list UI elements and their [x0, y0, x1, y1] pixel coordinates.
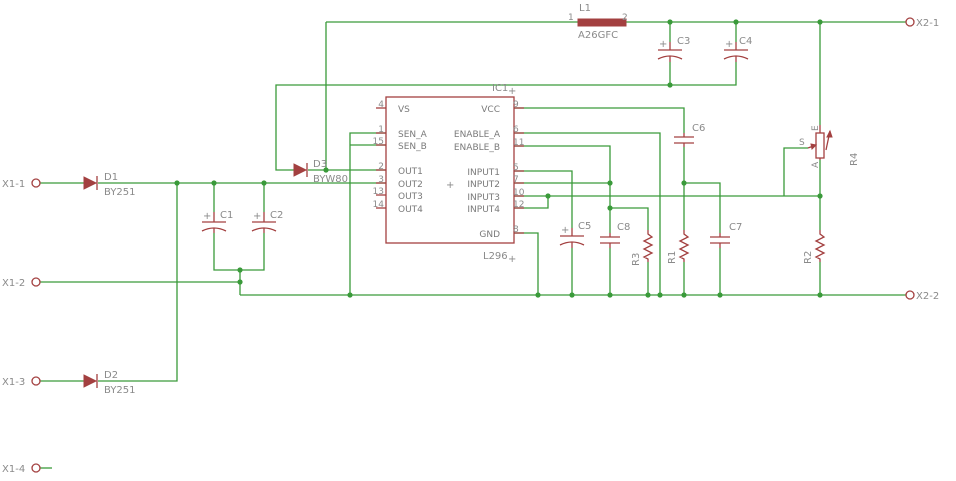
ic-pin-label: INPUT3	[467, 193, 500, 203]
diode-d1[interactable]: D1 BY251	[83, 172, 136, 198]
connector-x1-2[interactable]: X1-2	[2, 277, 41, 289]
diode-d2[interactable]: D2 BY251	[83, 370, 136, 396]
ic-pin-number: 7	[513, 175, 519, 185]
capacitor-c6[interactable]: C6	[674, 123, 705, 147]
resistor-r1[interactable]: R1	[667, 230, 690, 264]
ic-pin-label: VCC	[481, 105, 500, 115]
connector-label: X1-4	[2, 464, 25, 475]
junctions	[174, 19, 823, 298]
ic-pin-number: 10	[513, 188, 525, 198]
capacitor-c7[interactable]: C7	[710, 222, 742, 248]
svg-text:+: +	[508, 254, 516, 265]
ic-pin-label: OUT3	[398, 192, 423, 202]
capacitor-c2[interactable]: + C2	[251, 210, 283, 233]
connector-x2-1[interactable]: X2-1	[905, 17, 939, 29]
resistor-r3[interactable]: R3	[631, 230, 654, 266]
capacitor-c1[interactable]: + C1	[201, 210, 233, 233]
component-name: C8	[617, 222, 630, 233]
ic-pin-number: 11	[513, 138, 524, 148]
component-name: D3	[313, 159, 327, 170]
svg-text:+: +	[446, 180, 454, 191]
ic-pin-label: OUT1	[398, 167, 423, 177]
ic-pin-number: 15	[373, 137, 384, 147]
connector-x1-4[interactable]: X1-4	[2, 463, 41, 475]
ic-pin-number: 12	[513, 200, 524, 210]
ic-name: IC1	[492, 83, 508, 94]
svg-text:+: +	[561, 225, 569, 236]
ic-pin-number: 2	[378, 162, 384, 172]
pin-letter: E	[811, 125, 821, 131]
component-name: D2	[104, 370, 118, 381]
ic-pin-label: OUT4	[398, 205, 423, 215]
connector-label: X2-1	[916, 18, 939, 29]
pin-number: 1	[568, 13, 574, 23]
svg-text:+: +	[203, 211, 211, 222]
svg-text:+: +	[253, 211, 261, 222]
component-name: L1	[579, 3, 591, 14]
component-value: BYW80	[313, 174, 348, 185]
capacitor-c4[interactable]: + C4	[723, 36, 752, 62]
ic-pin-label: INPUT1	[467, 168, 500, 178]
component-name: C3	[677, 36, 690, 47]
resistor-r2[interactable]: R2	[803, 230, 826, 264]
pin-letter: S	[799, 138, 805, 148]
connector-x1-3[interactable]: X1-3	[2, 376, 41, 388]
wires	[40, 21, 906, 469]
component-value: BY251	[104, 187, 136, 198]
inductor-l1[interactable]: L1 1 2 A26GFC	[568, 3, 628, 41]
component-name: R2	[803, 251, 814, 264]
ic-pin-number: 9	[513, 100, 519, 110]
ic-pin-label: GND	[479, 230, 500, 240]
component-name: C5	[578, 221, 591, 232]
connector-label: X1-1	[2, 179, 25, 190]
ic-pin-number: 1	[378, 125, 384, 135]
capacitor-c8[interactable]: C8	[600, 222, 630, 248]
connector-x1-1[interactable]: X1-1	[2, 178, 41, 190]
ic-pin-label: SEN_B	[398, 142, 427, 152]
ic-pin-number: 4	[378, 100, 384, 110]
component-value: A26GFC	[578, 30, 618, 41]
ic-pin-label: OUT2	[398, 180, 423, 190]
pin-number: 2	[622, 13, 628, 23]
svg-text:+: +	[508, 86, 516, 97]
ic-pin-number: 13	[373, 187, 384, 197]
component-value: BY251	[104, 385, 136, 396]
component-name: R1	[667, 251, 678, 264]
ic-pin-number: 6	[513, 125, 519, 135]
component-name: C6	[692, 123, 705, 134]
component-name: C2	[270, 210, 283, 221]
ic-pin-number: 14	[373, 200, 385, 210]
svg-text:+: +	[725, 39, 733, 50]
svg-text:+: +	[659, 39, 667, 50]
potentiometer-r4[interactable]: S E A R4	[799, 125, 860, 168]
ic-pin-number: 3	[378, 175, 384, 185]
ic-pin-label: VS	[398, 105, 410, 115]
connector-label: X2-2	[916, 291, 939, 302]
connector-x2-2[interactable]: X2-2	[905, 290, 939, 302]
component-name: R4	[849, 153, 860, 166]
ic-pin-label: SEN_A	[398, 130, 428, 140]
ic-value: L296	[483, 251, 508, 262]
component-name: C4	[739, 36, 752, 47]
connector-label: X1-2	[2, 278, 25, 289]
capacitor-c3[interactable]: + C3	[657, 36, 690, 62]
ic-pin-number: 5	[513, 163, 519, 173]
capacitor-c5[interactable]: + C5	[559, 221, 591, 248]
component-name: D1	[104, 172, 118, 183]
connector-label: X1-3	[2, 377, 25, 388]
component-name: C1	[220, 210, 233, 221]
ic-pin-label: ENABLE_A	[454, 130, 501, 140]
pin-letter: A	[811, 161, 821, 168]
ic-pin-number: 8	[513, 225, 519, 235]
ic-pin-label: INPUT4	[467, 205, 500, 215]
component-name: R3	[631, 253, 642, 266]
ic-pin-label: INPUT2	[467, 180, 500, 190]
ic-pin-label: ENABLE_B	[454, 143, 500, 153]
diode-d3[interactable]: D3 BYW80	[293, 159, 348, 185]
component-name: C7	[729, 222, 742, 233]
